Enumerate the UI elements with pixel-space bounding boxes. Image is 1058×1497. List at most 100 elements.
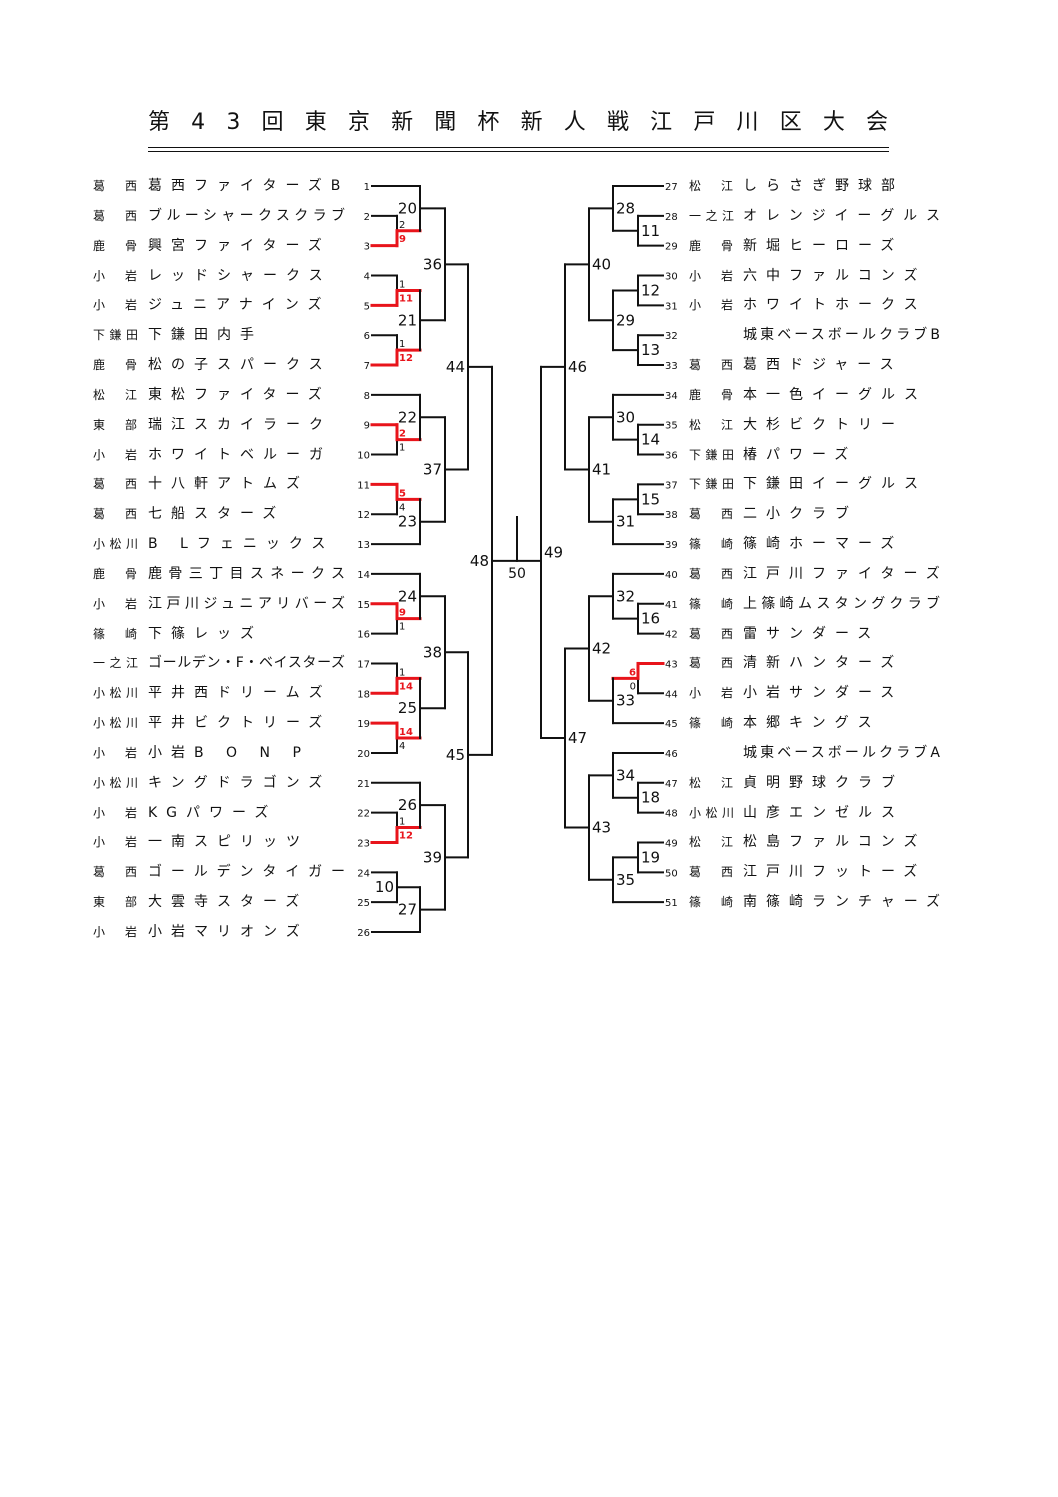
game-score: 1 <box>399 667 405 678</box>
game-score: 14 <box>399 681 413 692</box>
team-district: 葛西 <box>689 566 754 581</box>
team-district: 葛西 <box>689 656 754 671</box>
team-name: 小岩B O N P <box>148 744 310 761</box>
game-score: 1 <box>399 443 405 454</box>
team-name: 松の子スパークス <box>148 357 332 374</box>
team-district: 小岩 <box>93 805 158 820</box>
match-number: 46 <box>568 358 587 376</box>
match-number: 35 <box>616 871 635 889</box>
team-name: ジュニアナインズ <box>148 297 331 314</box>
game-score: 1 <box>399 339 405 350</box>
team-name: オレンジイーグルス <box>743 207 949 224</box>
team-district: 葛西 <box>689 865 754 880</box>
match-number: 48 <box>470 552 489 570</box>
team-district: 松江 <box>689 179 754 193</box>
team-name: 東松ファイターズ <box>148 386 331 403</box>
team-district: 小松川 <box>93 537 143 552</box>
game-score: 14 <box>399 727 413 738</box>
seed-number: 49 <box>665 838 678 849</box>
seed-number: 33 <box>665 361 678 372</box>
seed-number: 5 <box>364 301 370 312</box>
match-number: 47 <box>568 729 587 747</box>
team-name: 篠崎ホーマーズ <box>743 536 904 553</box>
team-district: 葛西 <box>689 358 754 373</box>
seed-number: 30 <box>665 272 678 283</box>
team-district: 小岩 <box>93 298 158 313</box>
team-district: 葛西 <box>93 507 158 522</box>
team-district: 小岩 <box>689 686 754 701</box>
team-district: 鹿骨 <box>689 387 754 402</box>
team-name: KGパワーズ <box>148 804 278 821</box>
team-district: 鹿骨 <box>93 358 158 373</box>
team-district: 小岩 <box>93 268 158 283</box>
team-name: ホワイトベルーガ <box>148 446 332 463</box>
seed-number: 22 <box>357 809 370 820</box>
seed-number: 9 <box>364 421 370 432</box>
team-district: 小松川 <box>689 805 739 820</box>
seed-number: 4 <box>364 272 370 283</box>
team-name: 下鎌田内手 <box>148 327 263 344</box>
seed-number: 23 <box>357 838 370 849</box>
team-name: 葛西ドジャース <box>743 357 903 374</box>
game-score: 1 <box>399 817 405 828</box>
team-district: 下鎌田 <box>689 477 739 492</box>
match-number: 28 <box>616 199 635 217</box>
match-number: 39 <box>423 848 442 866</box>
seed-number: 40 <box>665 570 678 581</box>
team-district: 小松川 <box>93 686 143 701</box>
seed-number: 46 <box>665 749 678 760</box>
seed-number: 21 <box>357 779 370 790</box>
seed-number: 32 <box>665 331 678 342</box>
match-number: 45 <box>446 746 465 764</box>
match-number: 24 <box>398 587 417 605</box>
seed-number: 15 <box>357 600 370 611</box>
team-district: 小岩 <box>93 596 158 611</box>
game-score: 12 <box>399 831 413 842</box>
team-district: 一之江 <box>689 208 739 223</box>
team-district: 一之江 <box>93 656 143 671</box>
seed-number: 41 <box>665 600 678 611</box>
seed-number: 18 <box>357 689 370 700</box>
match-number: 18 <box>641 789 660 807</box>
game-score: 2 <box>399 220 405 231</box>
match-number: 23 <box>398 513 417 531</box>
seed-number: 26 <box>357 928 370 939</box>
team-name: 平井ビクトリーズ <box>148 715 332 732</box>
match-number: 44 <box>446 358 465 376</box>
team-name: 南篠崎ランチャーズ <box>743 894 949 911</box>
team-district: 葛西 <box>93 208 158 223</box>
match-number: 10 <box>375 878 394 896</box>
game-score: 4 <box>399 502 405 513</box>
team-name: 上篠崎ムスタングクラブ <box>743 595 945 612</box>
team-name: 十八軒アトムズ <box>148 476 309 493</box>
match-number: 27 <box>398 901 417 919</box>
match-number: 31 <box>616 513 635 531</box>
team-district: 葛西 <box>93 477 158 492</box>
seed-number: 25 <box>357 898 370 909</box>
team-district: 篠崎 <box>689 537 754 552</box>
match-number: 34 <box>616 766 635 784</box>
team-district: 東部 <box>93 417 158 432</box>
match-number: 12 <box>641 281 660 299</box>
seed-number: 27 <box>665 182 678 193</box>
seed-number: 51 <box>665 898 678 909</box>
seed-number: 35 <box>665 421 678 432</box>
team-name: 二小クラブ <box>743 506 858 523</box>
team-name: 大杉ビクトリー <box>743 416 904 433</box>
game-score: 5 <box>399 488 406 499</box>
page-title: 第43回東京新聞杯新人戦江戸川区大会 <box>148 110 910 135</box>
team-name: 雷サンダース <box>743 625 881 642</box>
team-district: 小岩 <box>93 835 158 850</box>
team-district: 葛西 <box>93 179 158 193</box>
team-district: 小松川 <box>93 716 143 731</box>
seed-number: 19 <box>357 719 370 730</box>
team-district: 葛西 <box>93 865 158 880</box>
match-number: 20 <box>398 199 417 217</box>
seed-number: 2 <box>364 212 370 223</box>
game-score: 1 <box>399 279 405 290</box>
team-name: 江戸川フットーズ <box>743 864 927 881</box>
match-number: 43 <box>592 819 611 837</box>
team-name: 江戸川ファイターズ <box>743 565 949 582</box>
seed-number: 42 <box>665 630 678 641</box>
seed-number: 6 <box>364 331 370 342</box>
